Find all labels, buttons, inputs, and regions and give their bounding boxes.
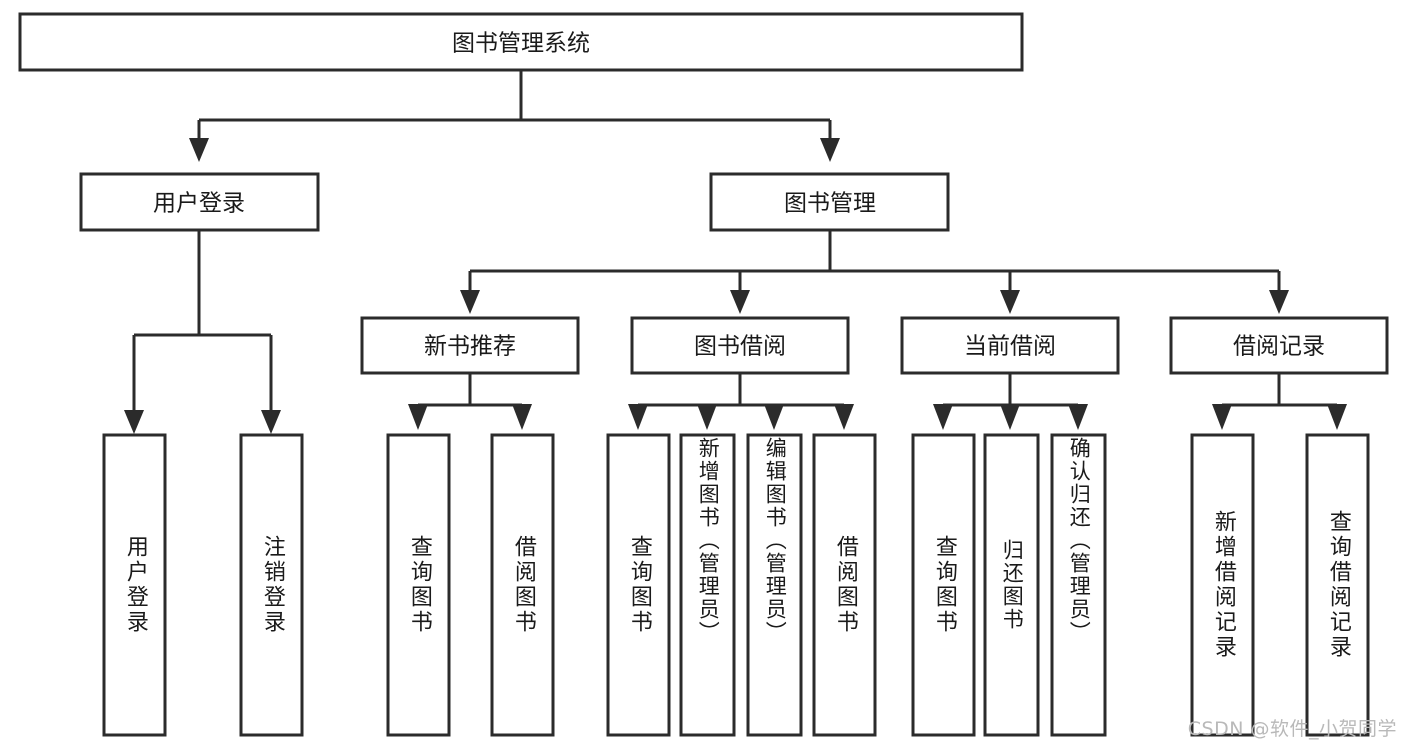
leaf-rect-new-book-2[interactable] — [490, 433, 555, 737]
node-current-borrow-label: 当前借阅 — [964, 334, 1056, 360]
node-book-borrow-rect[interactable] — [630, 316, 850, 375]
leaf-rect-user-login-1[interactable] — [102, 433, 167, 737]
leaf-rect-book-borrow-1[interactable] — [606, 433, 671, 737]
arrow-cb-3 — [1068, 404, 1088, 430]
node-root[interactable]: 图书管理系统 — [18, 12, 1024, 72]
node-root-label: 图书管理系统 — [452, 31, 590, 57]
leaf-rect-book-borrow-3[interactable] — [746, 433, 803, 737]
leaf-rect-user-login-2[interactable] — [239, 433, 304, 737]
node-book-management-label: 图书管理 — [784, 191, 876, 217]
node-current-borrow[interactable]: 当前借阅 — [900, 316, 1120, 375]
arrow-l3-3 — [1000, 290, 1020, 314]
arrow-br-2 — [1327, 404, 1347, 430]
arrow-ul-1 — [124, 410, 144, 434]
leaf-rect-current-borrow-2[interactable] — [983, 433, 1040, 737]
arrow-l3-1 — [460, 290, 480, 314]
arrow-nb-1 — [408, 404, 428, 430]
arrow-nb-2 — [512, 404, 532, 430]
arrow-l3-4 — [1269, 290, 1289, 314]
arrow-l3-2 — [730, 290, 750, 314]
node-book-management[interactable]: 图书管理 — [709, 172, 950, 232]
leaf-rect-book-borrow-2[interactable] — [679, 433, 736, 737]
leaf-rect-book-borrow-4[interactable] — [812, 433, 877, 737]
leaf-rect-borrow-record-2[interactable] — [1305, 433, 1370, 737]
node-borrow-record-rect[interactable] — [1169, 316, 1389, 375]
node-new-book-recommend-rect[interactable] — [360, 316, 580, 375]
arrow-bb-1 — [628, 404, 648, 430]
node-book-borrow-label: 图书借阅 — [694, 334, 786, 360]
node-book-borrow[interactable]: 图书借阅 — [630, 316, 850, 375]
node-user-login[interactable]: 用户登录 — [79, 172, 320, 232]
arrow-ul-2 — [261, 410, 281, 434]
arrow-bb-3 — [764, 404, 784, 430]
leaf-rect-current-borrow-3[interactable] — [1050, 433, 1107, 737]
node-borrow-record-label: 借阅记录 — [1233, 334, 1325, 360]
node-new-book-recommend-label: 新书推荐 — [424, 334, 516, 360]
arrow-bb-4 — [834, 404, 854, 430]
node-borrow-record[interactable]: 借阅记录 — [1169, 316, 1389, 375]
leaf-rect-borrow-record-1[interactable] — [1190, 433, 1255, 737]
arrow-cb-2 — [1000, 404, 1020, 430]
arrow-bb-2 — [697, 404, 717, 430]
node-new-book-recommend[interactable]: 新书推荐 — [360, 316, 580, 375]
leaf-rect-current-borrow-1[interactable] — [911, 433, 976, 737]
arrow-book-mgmt — [820, 138, 840, 162]
node-book-management-rect[interactable] — [709, 172, 950, 232]
node-root-rect[interactable] — [18, 12, 1024, 72]
arrow-cb-1 — [933, 404, 953, 430]
node-current-borrow-rect[interactable] — [900, 316, 1120, 375]
arrow-user-login — [189, 138, 209, 162]
node-user-login-label: 用户登录 — [153, 191, 245, 217]
watermark-text: CSDN @软件_小贺同学 — [1187, 718, 1397, 740]
arrow-br-1 — [1212, 404, 1232, 430]
leaf-rect-new-book-1[interactable] — [386, 433, 451, 737]
